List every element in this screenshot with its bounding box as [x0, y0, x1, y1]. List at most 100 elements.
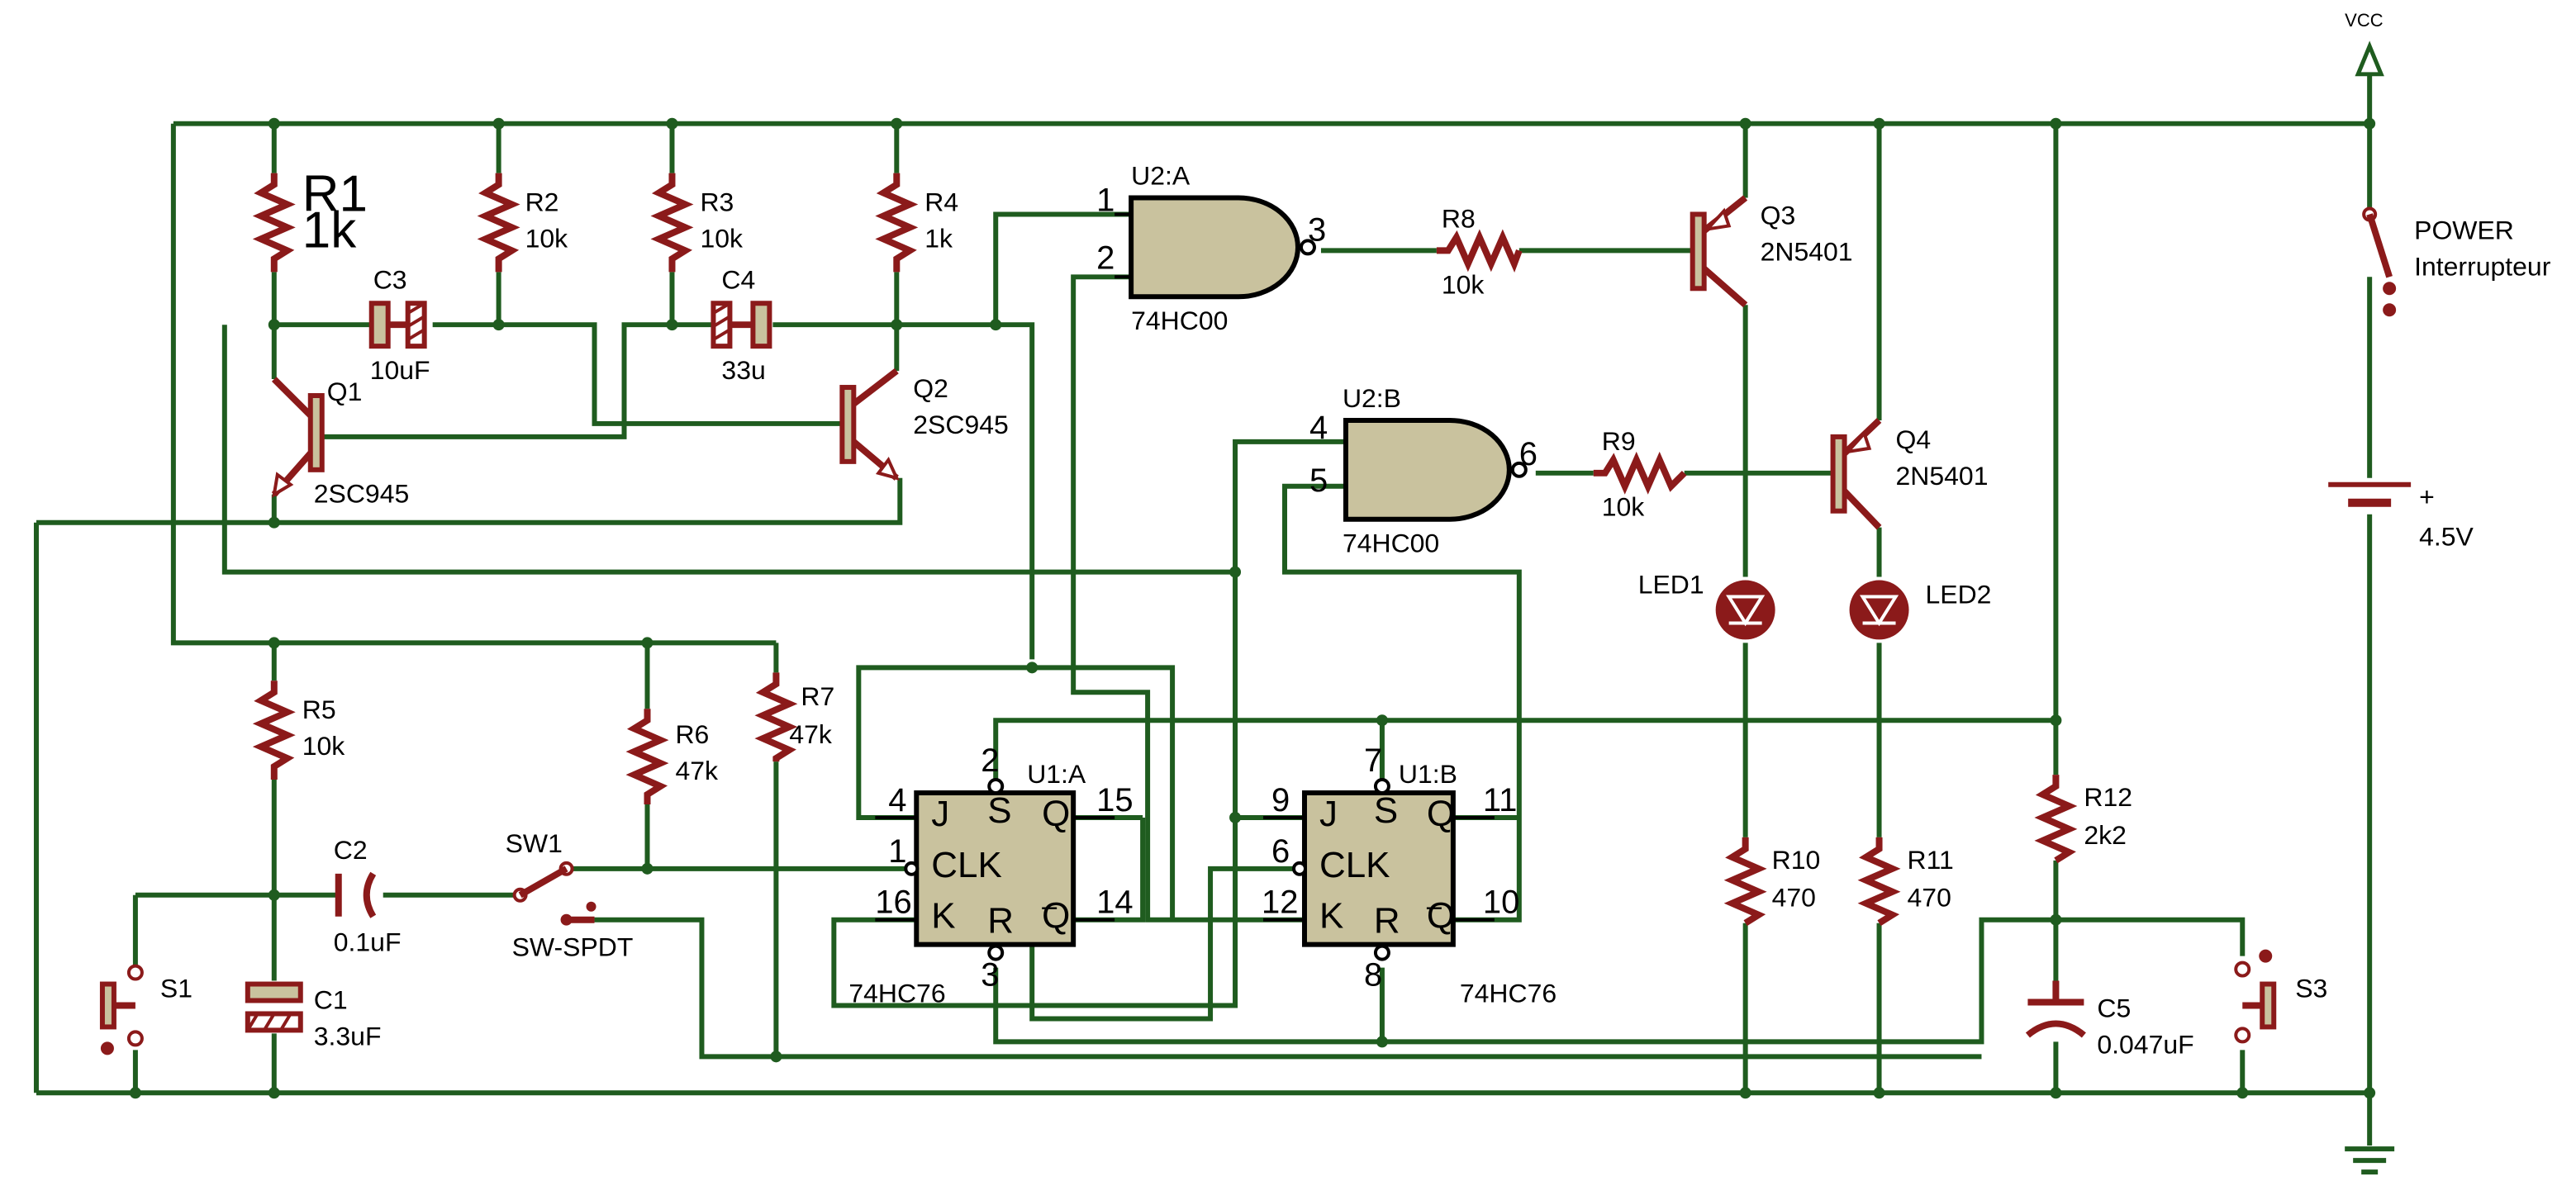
u1b-s: S — [1374, 790, 1398, 831]
flipflop-u1b: U1:B 74HC76 J S Q CLK K R Q 7 9 6 12 8 1… — [1262, 742, 1557, 1008]
u1b-pin-10: 10 — [1483, 885, 1519, 921]
r12-value: 2k2 — [2084, 820, 2127, 850]
switch-sw1[interactable]: SW1 SW-SPDT — [506, 828, 634, 962]
u1b-part: 74HC76 — [1460, 979, 1557, 1008]
u1a-clk: CLK — [931, 845, 1002, 885]
q1-value: 2SC945 — [314, 479, 410, 509]
capacitor-c2: C2 0.1uF — [334, 835, 402, 957]
sw1-value: SW-SPDT — [512, 932, 634, 962]
r7-ref: R7 — [801, 681, 834, 711]
u1b-pin-8: 8 — [1364, 957, 1382, 994]
q4-value: 2N5401 — [1896, 461, 1989, 491]
battery-value: 4.5V — [2419, 522, 2474, 552]
r1-value: 1k — [302, 202, 357, 258]
u1b-ref: U1:B — [1399, 759, 1457, 789]
r9-value: 10k — [1602, 492, 1646, 522]
u1a-s: S — [987, 790, 1011, 831]
led-1: LED1 — [1638, 570, 1775, 640]
u2b-part: 74HC00 — [1343, 529, 1439, 558]
transistor-q3: Q3 2N5401 — [1690, 195, 1853, 308]
u2a-pin-3: 3 — [1308, 211, 1326, 248]
capacitor-c4: C4 33u — [711, 264, 772, 385]
battery-plus: + — [2419, 482, 2435, 512]
c4-value: 33u — [721, 355, 765, 385]
c2-ref: C2 — [334, 835, 368, 865]
r6-ref: R6 — [675, 719, 709, 749]
u1a-q: Q — [1042, 794, 1070, 834]
junction-dots — [129, 117, 2376, 1099]
capacitor-c5: C5 0.047uF — [2025, 980, 2194, 1059]
u2a-pin-2: 2 — [1096, 240, 1115, 276]
c3-value: 10uF — [370, 355, 430, 385]
r10-ref: R10 — [1772, 845, 1821, 875]
pushbutton-s3[interactable]: S3 — [2234, 949, 2327, 1044]
transistor-q2: Q2 2SC945 — [839, 368, 1009, 481]
u1b-pin-7: 7 — [1364, 742, 1382, 779]
power-ref: POWER — [2414, 215, 2514, 244]
r1-ref: R1 — [302, 166, 368, 223]
u2a-pin-1: 1 — [1096, 182, 1115, 218]
r2-value: 10k — [525, 223, 569, 253]
u2b-pin-5: 5 — [1309, 462, 1328, 499]
r2-ref: R2 — [525, 187, 559, 216]
sw1-ref: SW1 — [506, 828, 563, 858]
power-value: Interrupteur — [2414, 251, 2551, 281]
c1-ref: C1 — [314, 984, 348, 1014]
u1b-j: J — [1319, 794, 1338, 834]
u1a-qn: Q — [1042, 896, 1070, 937]
vcc-terminal: VCC — [2345, 10, 2384, 77]
r9-ref: R9 — [1602, 426, 1636, 456]
q2-ref: Q2 — [913, 373, 948, 403]
power-switch[interactable]: POWER Interrupteur — [2362, 206, 2551, 317]
r6-value: 47k — [675, 756, 719, 785]
u2a-ref: U2:A — [1131, 161, 1191, 191]
led1-label: LED1 — [1638, 570, 1704, 600]
u2a-part: 74HC00 — [1131, 306, 1228, 335]
u1a-k: K — [931, 896, 955, 937]
c1-value: 3.3uF — [314, 1021, 382, 1051]
u2b-ref: U2:B — [1343, 383, 1401, 413]
u1a-pin-16: 16 — [875, 885, 911, 921]
u1b-pin-11: 11 — [1483, 782, 1517, 818]
c5-value: 0.047uF — [2097, 1029, 2193, 1059]
pushbutton-s1[interactable]: S1 — [99, 964, 192, 1055]
u1b-pin-9: 9 — [1271, 782, 1290, 818]
flipflop-u1a: U1:A 74HC76 J S Q CLK K R Q 2 4 1 16 3 1… — [848, 742, 1133, 1008]
resistor-r9: R9 10k — [1593, 426, 1687, 522]
r5-ref: R5 — [302, 695, 336, 724]
r7-value: 47k — [789, 719, 833, 749]
resistor-r5: R5 10k — [252, 681, 346, 780]
r5-value: 10k — [302, 731, 346, 761]
c3-ref: C3 — [373, 264, 407, 294]
battery: + 4.5V — [2328, 482, 2474, 552]
u1a-pin-15: 15 — [1096, 782, 1133, 818]
r10-value: 470 — [1772, 883, 1816, 913]
transistor-q1: Q1 2SC945 — [271, 377, 410, 509]
q4-ref: Q4 — [1896, 425, 1932, 454]
resistor-r1: R1 1k — [252, 166, 368, 273]
r4-value: 1k — [924, 223, 953, 253]
c4-ref: C4 — [721, 264, 755, 294]
u1a-pin-2: 2 — [981, 742, 999, 779]
s3-label: S3 — [2295, 974, 2327, 1003]
r4-ref: R4 — [924, 187, 958, 216]
u1a-pin-3: 3 — [981, 957, 999, 994]
vcc-label: VCC — [2345, 10, 2384, 31]
resistor-r3: R3 10k — [650, 173, 744, 273]
nand-gate-u2b: U2:B 74HC00 4 5 6 — [1309, 383, 1538, 558]
resistor-r7: R7 47k — [754, 672, 834, 762]
c2-value: 0.1uF — [334, 927, 402, 957]
q3-ref: Q3 — [1761, 200, 1796, 230]
resistor-r8: R8 10k — [1436, 203, 1523, 299]
resistor-r10: R10 470 — [1723, 837, 1821, 927]
resistor-r2: R2 10k — [477, 173, 569, 273]
u1a-pin-14: 14 — [1096, 885, 1133, 921]
led-2: LED2 — [1849, 580, 1991, 640]
u1b-clk: CLK — [1319, 845, 1390, 885]
transistor-q4: Q4 2N5401 — [1830, 418, 1989, 530]
wires — [33, 74, 2373, 1146]
c5-ref: C5 — [2097, 993, 2131, 1022]
u1a-pin-1: 1 — [888, 833, 906, 870]
nand-gate-u2a: U2:A 74HC00 1 2 3 — [1096, 161, 1326, 336]
